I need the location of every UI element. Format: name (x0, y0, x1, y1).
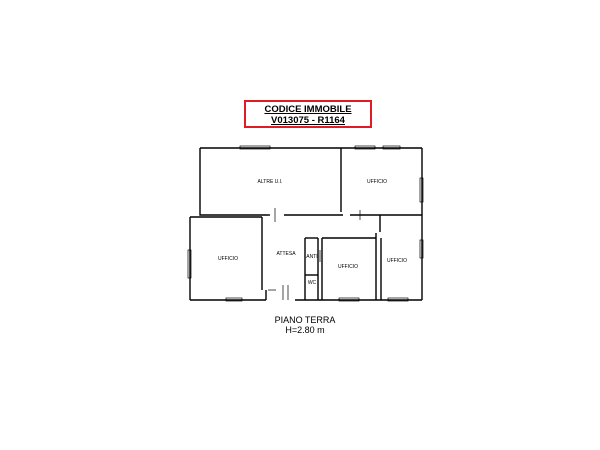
room-label-anti: ANTI (306, 254, 317, 260)
room-label-ufficio-right: UFFICIO (387, 258, 407, 264)
floor-caption: PIANO TERRA H=2.80 m (230, 315, 380, 335)
walls (189, 147, 423, 301)
room-label-attesa: ATTESA (276, 251, 296, 257)
property-code-title: CODICE IMMOBILE (264, 104, 352, 115)
property-code-value: V013075 - R1164 (271, 115, 345, 126)
room-label-altre-ui: ALTRE U.I. (258, 179, 283, 185)
openings (187, 145, 424, 302)
room-label-ufficio-center: UFFICIO (338, 264, 358, 270)
floor-name: PIANO TERRA (274, 315, 336, 325)
room-label-ufficio-left: UFFICIO (218, 256, 238, 262)
floor-height: H=2.80 m (285, 325, 325, 335)
room-label-wc: WC (308, 280, 317, 286)
property-code-box: CODICE IMMOBILE V013075 - R1164 (244, 100, 372, 128)
room-label-ufficio-top-right: UFFICIO (367, 179, 387, 185)
